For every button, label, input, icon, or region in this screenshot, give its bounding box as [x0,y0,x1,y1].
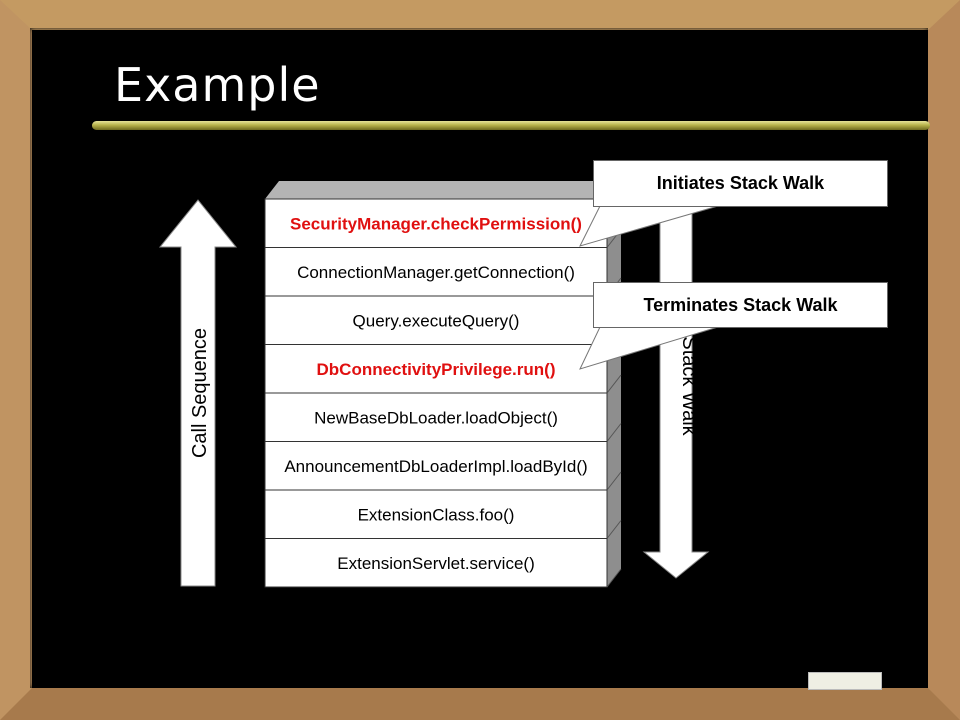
stack-frame-label: ConnectionManager.getConnection() [297,263,575,282]
initiates-callout-text: Initiates Stack Walk [656,173,825,193]
terminates-callout-text: Terminates Stack Walk [643,294,838,315]
title-underline [92,121,930,130]
stack-frame-label: SecurityManager.checkPermission() [290,214,582,233]
call-sequence-arrow: Call Sequence [158,199,238,587]
stack-frame-row [264,295,608,345]
stack-block: SecurityManager.checkPermission() Connect… [264,181,622,588]
stack-frame-label: ExtensionClass.foo() [358,505,515,524]
stack-side-divider [606,423,622,442]
terminates-stack-walk-callout: Terminates Stack Walk [593,282,888,328]
stack-frame-label: AnnouncementDbLoaderImpl.loadById() [284,457,587,476]
call-sequence-label: Call Sequence [189,328,211,458]
stack-frame-row [264,538,608,588]
stack-walk-arrow: Stack Walk [642,195,710,579]
stack-side-divider [606,568,622,588]
stack-top-face [265,181,621,199]
chalkboard-eraser [808,672,882,690]
stack-frame-row [264,392,608,442]
stack-side-divider [606,520,622,539]
stack-walk-label: Stack Walk [678,336,700,436]
slide-title: Example [114,58,321,112]
stack-frame-label: ExtensionServlet.service() [337,554,534,573]
stack-frame-label: Query.executeQuery() [353,311,520,330]
stack-frame-row [264,441,608,491]
stack-side-divider [606,374,622,394]
stack-frame-label: DbConnectivityPrivilege.run() [317,360,556,379]
initiates-callout-pointer [579,205,719,247]
stack-side-divider [606,471,622,491]
stack-frame-label: NewBaseDbLoader.loadObject() [314,408,558,427]
stack-frame-row [264,489,608,539]
stack-frame-row [264,344,608,394]
initiates-stack-walk-callout: Initiates Stack Walk [593,160,888,207]
